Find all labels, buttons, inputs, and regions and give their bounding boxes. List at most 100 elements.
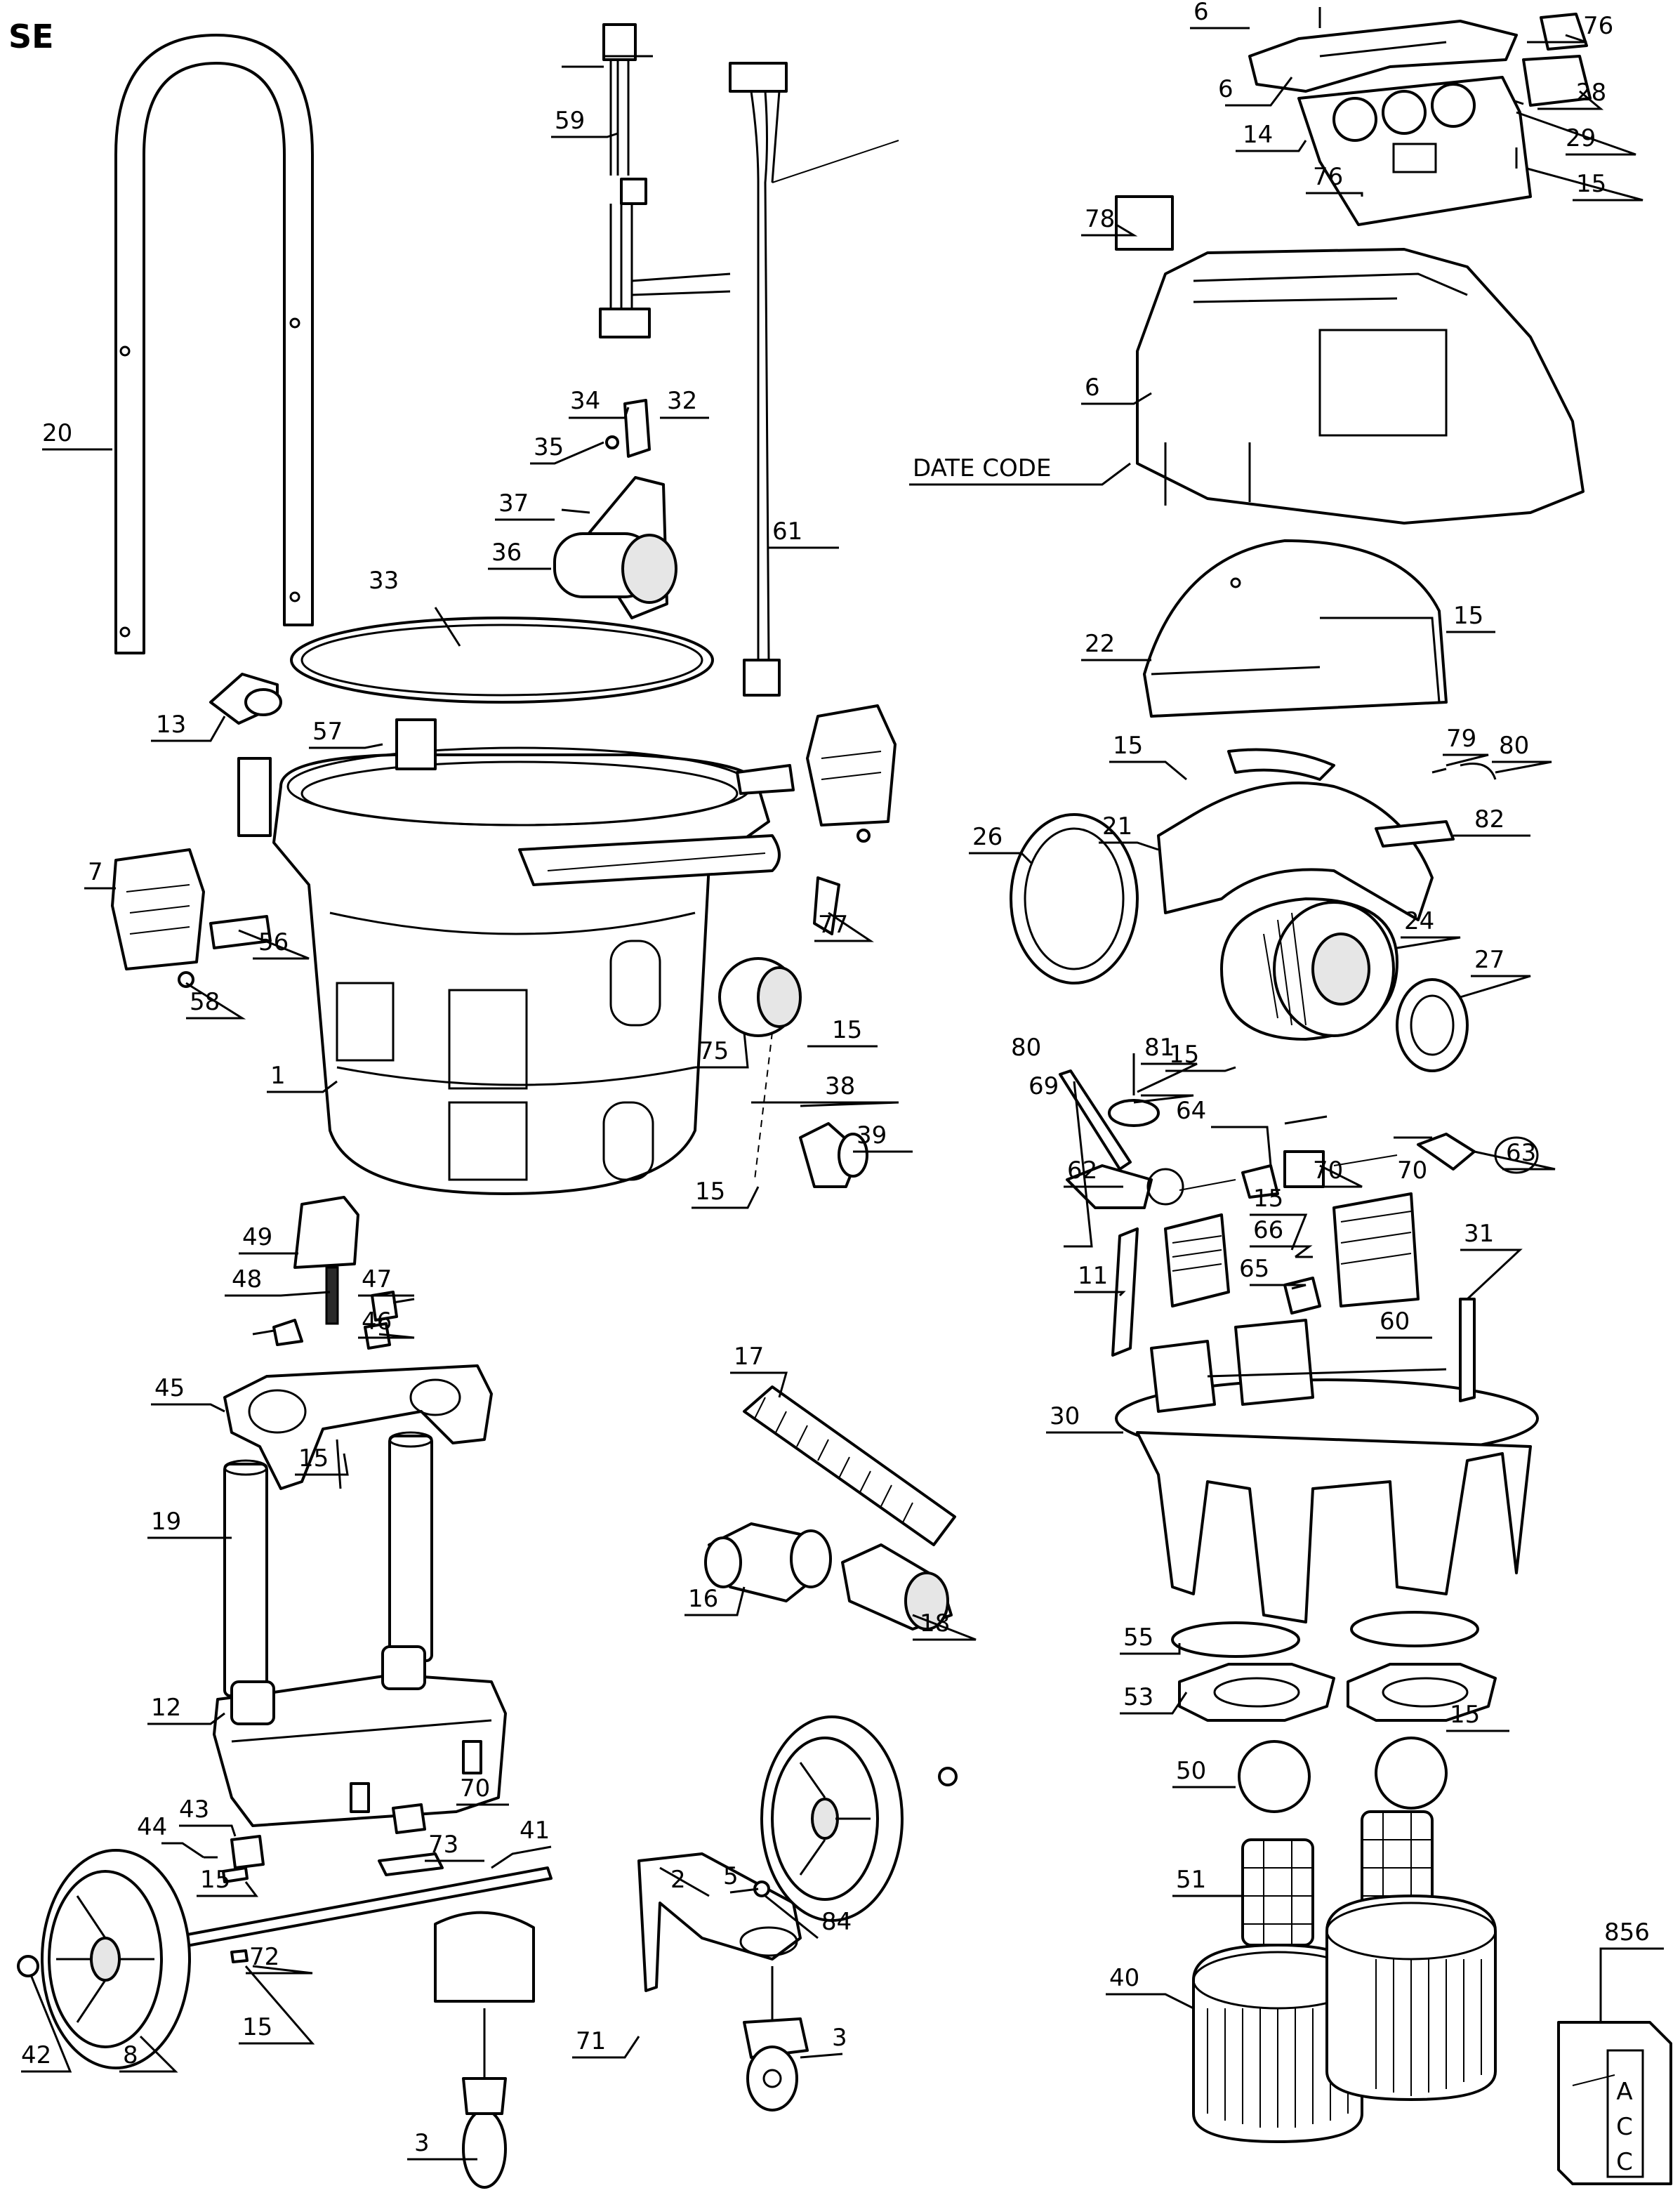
callout-29: 29: [1566, 124, 1596, 152]
callout-35: 35: [534, 433, 564, 461]
callout-26: 26: [972, 823, 1003, 851]
hose-cuff-16: [704, 1522, 832, 1602]
hose-17: [743, 1385, 956, 1546]
wheel-right-84: [760, 1715, 958, 1922]
callout-6: 6: [1085, 374, 1100, 402]
callout-56: 56: [258, 928, 289, 956]
callout-27: 27: [1474, 946, 1504, 974]
callout-18: 18: [920, 1609, 950, 1638]
hose-cuff-18: [841, 1543, 953, 1630]
callout-3-right: 3: [832, 2024, 847, 2052]
callout-15-drain: 15: [695, 1178, 725, 1206]
caster-base-45: [223, 1364, 493, 1490]
callout-75: 76: [1583, 12, 1613, 40]
switch-panel-14: [1297, 76, 1532, 226]
accessory-letter-3: C: [1616, 2148, 1633, 2176]
callout-5: 5: [723, 1862, 739, 1890]
callout-50: 50: [1176, 1757, 1206, 1785]
callout-15-housing: 15: [1453, 602, 1483, 630]
callout-59: 59: [555, 107, 585, 135]
callout-84: 84: [821, 1908, 852, 1936]
callout-30: 30: [1050, 1402, 1080, 1430]
callout-16: 16: [688, 1585, 718, 1613]
float-parts-80: [1059, 1053, 1539, 1209]
accessory-letter-1: A: [1616, 2078, 1632, 2106]
wire-lead-61: [729, 62, 899, 697]
callout-45: 45: [154, 1374, 185, 1402]
callout-67: 69: [1028, 1072, 1059, 1100]
base-12: [213, 1645, 507, 1827]
callout-78: 79: [1446, 725, 1476, 753]
accessory-letter-2: C: [1616, 2113, 1633, 2141]
caster-bracket-2: [637, 1852, 802, 1992]
lid-base-30: [1115, 1298, 1539, 1623]
callout-73: 75: [699, 1037, 729, 1065]
small-brackets-43: [204, 1803, 444, 1963]
drain-cap-73: [718, 957, 868, 1188]
date-code-label: DATE CODE: [913, 454, 1051, 482]
callout-15-shroud: 15: [1113, 732, 1143, 760]
callout-15-filter: 15: [1450, 1701, 1480, 1729]
callout-7: 6: [1218, 75, 1233, 103]
motor-24: [1220, 897, 1398, 1041]
callout-74: 76: [1313, 163, 1343, 191]
lever-parts-49: [252, 1196, 415, 1350]
motor-ring-26: [1010, 813, 1139, 984]
switch-assembly-36: [553, 399, 677, 619]
callout-3-left: 3: [414, 2129, 430, 2157]
callout-32: 32: [667, 387, 697, 415]
grille-11: [1111, 1213, 1230, 1357]
callout-47: 47: [362, 1265, 392, 1293]
callout-39: 39: [856, 1121, 887, 1149]
filter-cage-53: [1178, 1663, 1497, 1722]
grille-right: [1332, 1192, 1420, 1307]
wiring-harness-59: [562, 23, 731, 338]
callout-68: 70: [1313, 1157, 1343, 1185]
callout-15-drum: 15: [832, 1016, 862, 1044]
callout-62: 62: [1067, 1157, 1097, 1185]
callout-72: 73: [428, 1831, 458, 1859]
carry-handle-7: [1248, 7, 1518, 93]
callout-labels: 20 59 61 33 34 32 35 37 36 13 57 7 56 58…: [21, 0, 1650, 2157]
float-ball-50: [1238, 1737, 1448, 1813]
gasket-55: [1171, 1611, 1479, 1658]
callout-46: 46: [362, 1307, 392, 1336]
callout-9: 7: [88, 858, 103, 886]
callout-21: 21: [1102, 812, 1132, 841]
callout-15-bracket: 15: [200, 1866, 230, 1894]
label-76: [813, 876, 840, 935]
callout-22: 22: [1085, 630, 1115, 658]
callout-20: 20: [42, 419, 72, 447]
callout-77: 78: [1085, 205, 1115, 233]
callout-24: 24: [1404, 907, 1434, 935]
callout-15-switch: 15: [1169, 1041, 1199, 1069]
block-65: [1283, 1256, 1321, 1315]
wheel-cap-42: [17, 1955, 39, 1977]
callout-40: 40: [1109, 1964, 1139, 1992]
callout-15-base: 15: [298, 1444, 329, 1473]
label-75: [1540, 13, 1588, 51]
callout-15-panel: 15: [1576, 170, 1606, 198]
caster-3-left: [434, 1911, 535, 2189]
callout-44: 44: [137, 1813, 167, 1841]
callout-856: 856: [1604, 1918, 1650, 1946]
callout-51: 51: [1176, 1866, 1206, 1894]
seal-27: [1396, 978, 1469, 1072]
callout-37: 37: [498, 489, 529, 518]
callout-15-axle: 15: [242, 2013, 272, 2041]
callout-2: 2: [670, 1866, 686, 1894]
wheel-left-10: [41, 1849, 191, 2069]
callout-17: 17: [734, 1343, 764, 1371]
callout-49: 49: [242, 1223, 272, 1251]
callout-57: 57: [312, 718, 343, 746]
latch-right: [736, 704, 897, 843]
model-title: SE: [8, 18, 54, 55]
callout-31: 31: [1464, 1220, 1494, 1248]
callout-19: 19: [151, 1508, 181, 1536]
callout-79: 80: [1499, 732, 1529, 760]
callout-12: 12: [151, 1694, 181, 1722]
callout-63: 63: [1506, 1139, 1536, 1167]
callout-28: 28: [1576, 79, 1606, 107]
gasket-ring-33: [290, 617, 714, 704]
